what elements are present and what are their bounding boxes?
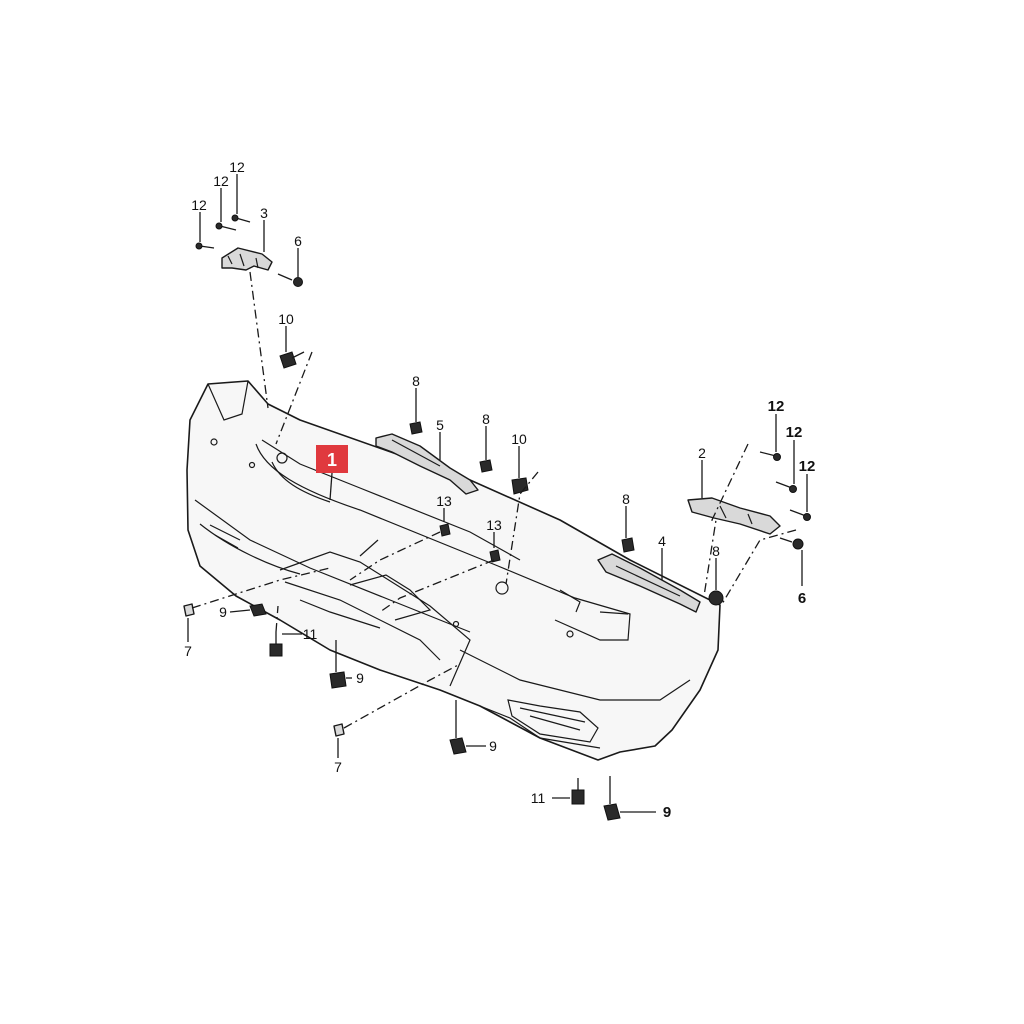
nut-6-right [779,537,804,550]
screw-12-b [215,222,237,231]
callout-5: 5 [436,417,444,433]
screw-12-a [195,242,215,250]
clip-8-d [708,590,724,606]
bracket-2 [687,497,781,535]
bolt-10-left [279,351,305,369]
callout-6: 6 [294,233,302,249]
callout-11: 11 [303,626,318,642]
callout-13: 13 [486,517,502,533]
screw-12-c [231,214,251,223]
rear-bumper-cover [186,380,721,761]
assembly-lines [191,271,797,729]
callout-10: 10 [278,311,294,327]
part-1-label: 1 [327,450,337,470]
callout-3: 3 [260,205,268,221]
callout-11: 11 [531,790,546,806]
bracket-4 [597,553,701,613]
nut-9-a [249,603,267,617]
callout-7: 7 [184,643,192,659]
callout-8: 8 [622,491,630,507]
callout-8: 8 [412,373,420,389]
callout-6: 6 [798,590,806,607]
clip-13-b [489,549,501,563]
callout-2: 2 [698,445,706,461]
bracket-3 [221,247,273,271]
callout-leaders [187,174,808,813]
nut-6-top [277,273,303,287]
callout-13: 13 [436,493,452,509]
clip-7-a [183,603,195,617]
screw-12-r2 [775,481,797,493]
callout-9: 9 [663,804,671,821]
part-1-badge: 1 [316,445,348,501]
clip-7-b [333,723,345,737]
callout-7: 7 [334,759,342,775]
callout-numbers: 12 12 12 3 6 10 8 5 8 10 13 13 12 12 12 … [184,159,815,821]
callout-4: 4 [658,533,666,549]
clip-13-a [439,523,451,537]
callout-12: 12 [786,424,803,441]
screw-12-r1 [759,451,781,461]
bracket-5 [375,433,479,495]
callout-10: 10 [511,431,527,447]
callout-9: 9 [219,604,227,620]
bolt-10-right [511,477,529,495]
clip-8-a [409,421,423,435]
nut-9-d [603,803,621,821]
callout-8: 8 [482,411,490,427]
clip-8-c [621,537,635,553]
screw-12-r3 [789,509,811,521]
nut-9-c [449,737,467,755]
callout-8: 8 [712,543,720,559]
callout-9: 9 [356,670,364,686]
clip-8-b [479,459,493,473]
bolt-11-b [571,778,585,805]
callout-12: 12 [799,458,816,475]
callout-12: 12 [229,159,245,175]
nut-9-b [329,671,347,689]
callout-12: 12 [191,197,207,213]
callout-9: 9 [489,738,497,754]
callout-12: 12 [213,173,229,189]
bolt-11-a [269,632,283,657]
callout-12: 12 [768,398,785,415]
